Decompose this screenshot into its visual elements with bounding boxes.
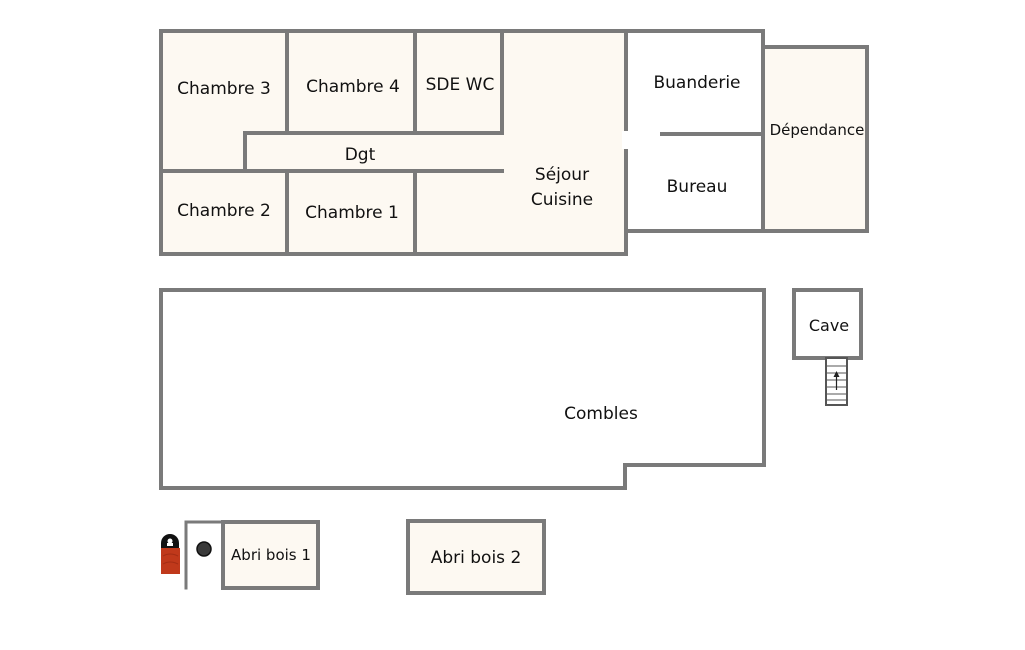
label-dgt: Dgt xyxy=(345,145,376,165)
room-dependance[interactable] xyxy=(763,47,867,231)
label-abri-bois-1: Abri bois 1 xyxy=(231,546,311,564)
label-abri-bois-2: Abri bois 2 xyxy=(431,548,522,568)
label-bureau: Bureau xyxy=(667,177,728,197)
room-buanderie[interactable] xyxy=(626,31,763,134)
door-opening-fill xyxy=(626,131,662,149)
label-dependance: Dépendance xyxy=(770,121,865,139)
round-meter-icon xyxy=(196,541,212,557)
room-chambre-4[interactable] xyxy=(287,31,415,133)
label-buanderie: Buanderie xyxy=(653,73,740,93)
room-chambre-1[interactable] xyxy=(287,171,415,254)
label-combles: Combles xyxy=(564,404,638,424)
wall-annex xyxy=(624,29,869,233)
label-sejour: Séjour xyxy=(535,165,589,185)
room-cave[interactable] xyxy=(792,288,863,360)
wall-abri-bois-1-annex xyxy=(184,520,225,590)
label-cave: Cave xyxy=(809,316,849,335)
label-chambre-2: Chambre 2 xyxy=(177,201,271,221)
staircase-icon xyxy=(825,357,848,406)
label-sde-wc: SDE WC xyxy=(426,75,495,95)
room-chambre-2[interactable] xyxy=(161,171,287,254)
room-bureau[interactable] xyxy=(626,134,763,231)
room-abri-bois-2[interactable] xyxy=(406,519,546,595)
padlock-icon[interactable] xyxy=(161,534,180,574)
label-chambre-4: Chambre 4 xyxy=(306,77,400,97)
wall-interior xyxy=(159,29,504,256)
label-chambre-3: Chambre 3 xyxy=(177,79,271,99)
room-abri-bois-1[interactable] xyxy=(221,520,320,590)
room-combles[interactable] xyxy=(159,288,766,490)
label-chambre-1: Chambre 1 xyxy=(305,203,399,223)
label-cuisine: Cuisine xyxy=(531,190,593,210)
